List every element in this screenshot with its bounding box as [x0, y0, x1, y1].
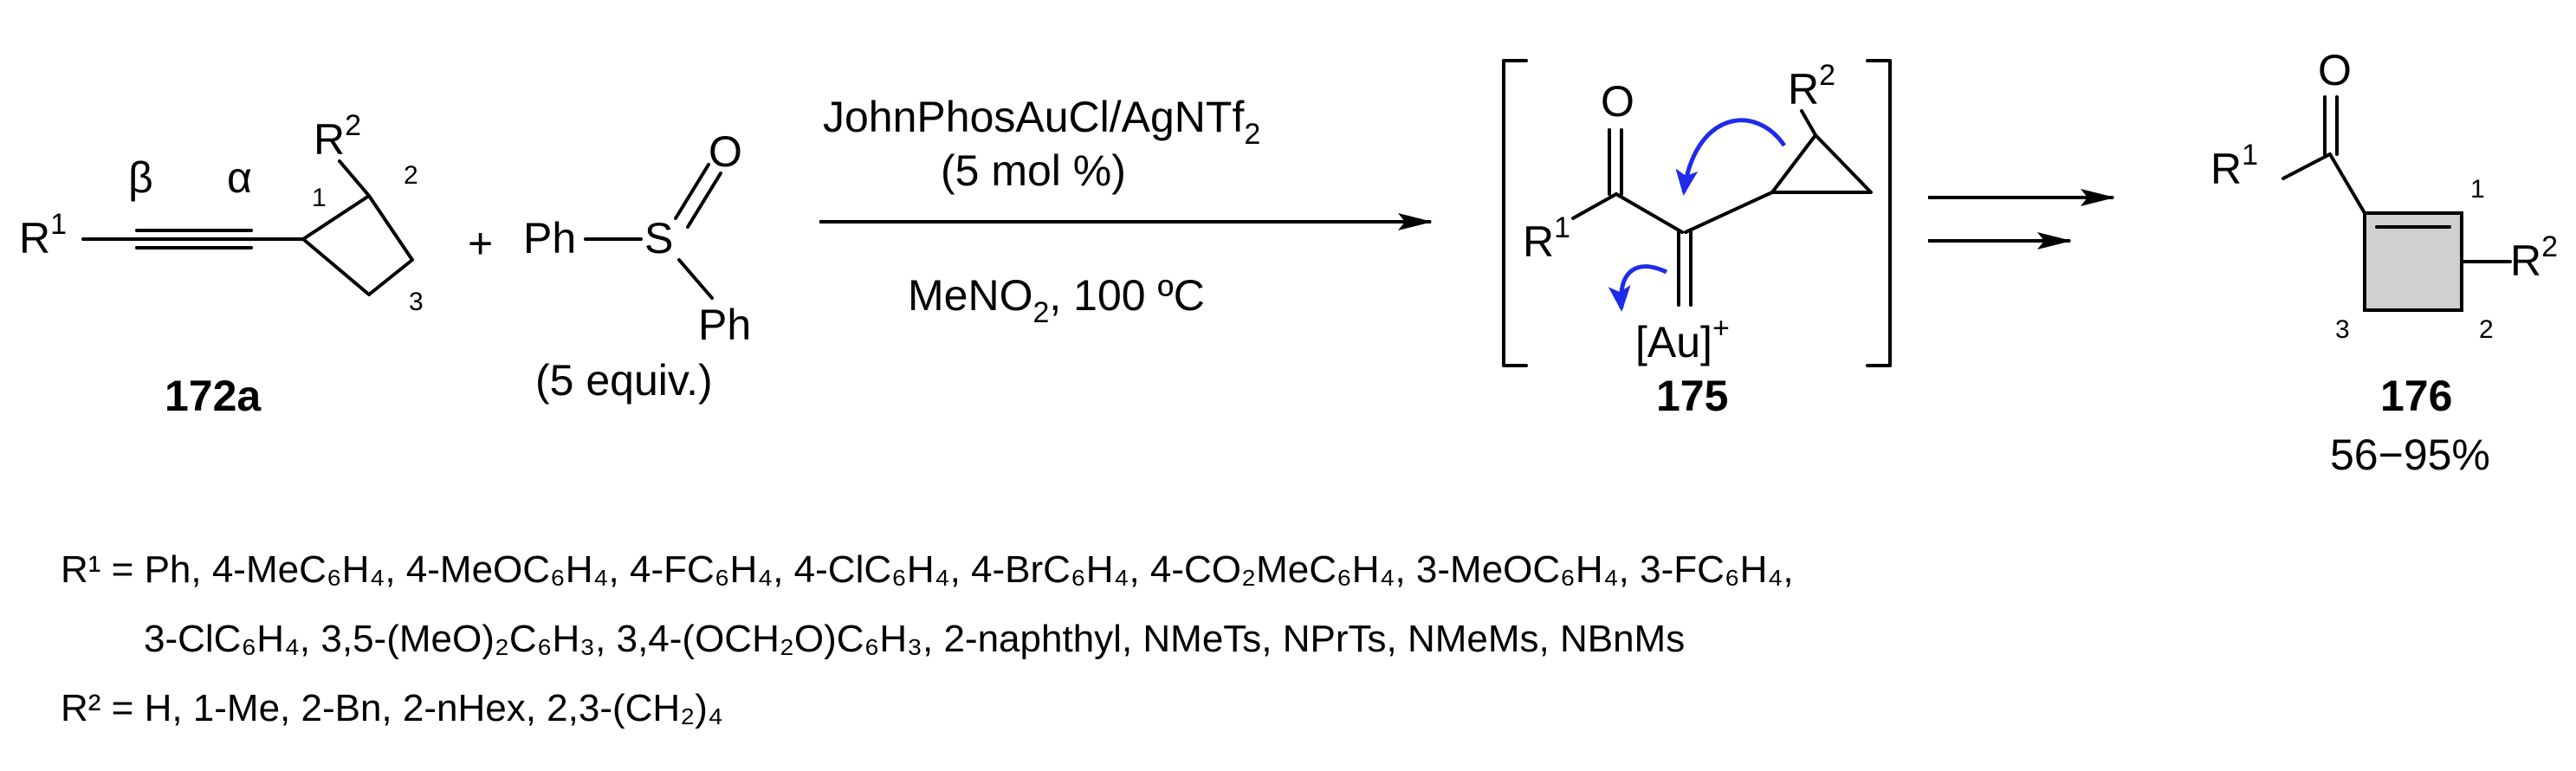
product-r1-label: R1	[2210, 139, 2258, 193]
plus-sign: +	[468, 219, 493, 268]
right-bracket	[1866, 59, 1892, 367]
product-position-1: 1	[2470, 175, 2485, 204]
r2-bond	[338, 159, 371, 198]
solvent-temperature: MeNO2, 100 ºC	[908, 271, 1205, 329]
sulfoxide-ph-bottom: Ph	[698, 301, 751, 349]
diphenyl-sulfoxide: Ph S O Ph (5 equiv.)	[523, 127, 751, 405]
gold-label: [Au]+	[1635, 312, 1730, 366]
ring-position-1: 1	[312, 184, 327, 212]
sulfoxide-oxygen: O	[709, 127, 742, 176]
product-yield: 56−95%	[2330, 431, 2490, 479]
product-position-3: 3	[2335, 315, 2350, 344]
ring-position-3: 3	[409, 288, 424, 316]
reaction-conditions: JohnPhosAuCl/AgNTf2 (5 mol %) MeNO2, 100…	[819, 93, 1433, 329]
intermediate-r1-label: R1	[1523, 211, 1570, 266]
alpha-label: α	[227, 153, 252, 202]
beta-label: β	[128, 153, 153, 202]
product-oxygen: O	[2318, 46, 2352, 94]
catalyst-loading: (5 mol %)	[941, 146, 1126, 195]
sulfoxide-ph-left: Ph	[523, 214, 576, 262]
catalyst-text: JohnPhosAuCl/AgNTf2	[823, 93, 1260, 151]
reactant-r1-label: R1	[19, 208, 67, 262]
compound-label-176: 176	[2380, 372, 2452, 420]
r1-substituents-line2: 3-ClC₆H₄, 3,5-(MeO)₂C₆H₃, 3,4-(OCH₂O)C₆H…	[144, 618, 1685, 660]
substituent-list: R¹ = Ph, 4-MeC₆H₄, 4-MeOC₆H₄, 4-FC₆H₄, 4…	[61, 548, 1794, 729]
sulfur-atom: S	[644, 214, 673, 262]
ring-position-2: 2	[404, 161, 418, 190]
product-176: O R1 R2 1 2 3 176 56−95%	[2210, 46, 2558, 479]
compound-label-175: 175	[1656, 372, 1728, 420]
sulfoxide-equiv: (5 equiv.)	[535, 356, 713, 405]
curly-arrow-gold	[1608, 264, 1668, 312]
compound-label-172a: 172a	[165, 372, 262, 420]
r1-substituents-line1: R¹ = Ph, 4-MeC₆H₄, 4-MeOC₆H₄, 4-FC₆H₄, 4…	[61, 548, 1794, 591]
s-ph-bond	[677, 258, 714, 300]
reactant-172a: R1 β α R2 1 2 3 172a	[19, 109, 424, 420]
left-bracket	[1502, 59, 1528, 367]
intermediate-oxygen: O	[1601, 77, 1634, 126]
product-r2-label: R2	[2510, 230, 2558, 285]
s-o-bond-2	[686, 172, 722, 229]
c-cyclopropyl-bond	[1684, 191, 1774, 234]
product-c-r1-bond	[2282, 152, 2332, 180]
cyclopropane-ring	[1770, 133, 1873, 194]
curly-arrow-migration	[1675, 118, 1787, 196]
cyclobutane-ring	[301, 194, 414, 296]
intermediate-r2-label: R2	[1788, 59, 1835, 113]
reactant-r2-label: R2	[314, 109, 361, 164]
s-o-bond	[674, 163, 710, 220]
intermediate-175: O R1 [Au]+ R2 175	[1502, 59, 1892, 420]
product-position-2: 2	[2479, 315, 2494, 344]
c-r1-bond	[1571, 192, 1618, 220]
r2-substituents: R² = H, 1-Me, 2-Bn, 2-nHex, 2,3-(CH₂)₄	[61, 687, 723, 729]
r2-bond-175	[1800, 109, 1817, 137]
product-c-ring-bond	[2328, 152, 2366, 215]
c-c-bond	[1615, 192, 1684, 234]
